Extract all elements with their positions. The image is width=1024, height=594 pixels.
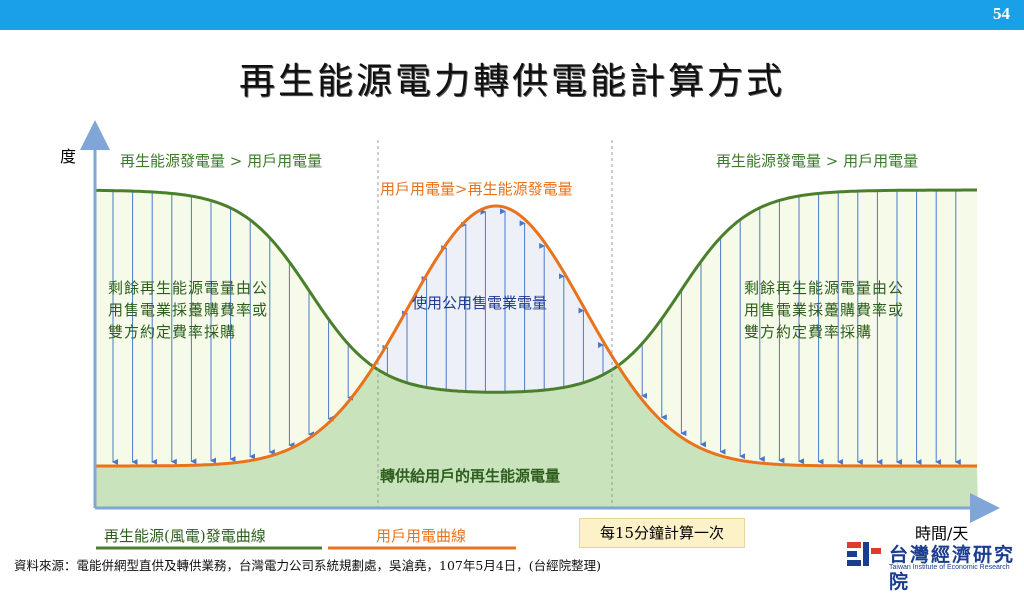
right-top-label: 再生能源發電量 > 用戶用電量 <box>716 152 919 170</box>
flow-arrows <box>112 191 961 465</box>
left-surplus-text: 剩餘再生能源電量由公 用售電業採躉購費率或 雙方約定費率採購 <box>108 277 268 343</box>
area-fills <box>95 190 978 508</box>
logo: 台灣經濟研究院 Taiwan Institute of Economic Res… <box>845 540 1015 593</box>
logo-icon <box>847 542 881 566</box>
consumption-curve <box>95 204 977 468</box>
left-surplus-line-1: 剩餘再生能源電量由公 <box>108 279 269 297</box>
right-surplus-line-1: 剩餘再生能源電量由公 <box>744 279 905 297</box>
surplus-area <box>619 190 977 466</box>
right-surplus-line-3: 雙方約定費率採購 <box>744 323 873 341</box>
logo-english: Taiwan Institute of Economic Research <box>889 564 1010 571</box>
left-surplus-line-2: 用售電業採躉購費率或 <box>108 301 269 319</box>
energy-diagram <box>80 120 1000 550</box>
bottom-transfer-label: 轉供給用戶的再生能源電量 <box>380 467 561 485</box>
left-top-label: 再生能源發電量 > 用戶用電量 <box>120 152 323 170</box>
middle-top-label: 用戶用電量>再生能源發電量 <box>380 180 573 198</box>
page-title: 再生能源電力轉供電能計算方式 <box>238 61 785 102</box>
legend-generation-label: 再生能源(風電)發電曲線 <box>104 527 266 545</box>
generation-curve <box>95 188 977 394</box>
transfer-area <box>95 366 978 508</box>
page-number: 54 <box>993 4 1010 23</box>
y-axis-label: 度 <box>60 147 77 166</box>
x-axis-label: 時間/天 <box>915 524 969 543</box>
top-bar: 54 <box>0 0 1024 30</box>
middle-utility-label: 使用公用售電業電量 <box>412 294 548 312</box>
utility-area <box>375 206 617 393</box>
right-surplus-text: 剩餘再生能源電量由公 用售電業採躉購費率或 雙方約定費率採購 <box>744 277 904 343</box>
calculation-note: 每15分鐘計算一次 <box>579 518 745 548</box>
legend-consumption-label: 用戶用電曲線 <box>376 527 467 545</box>
surplus-area <box>95 190 373 466</box>
curves <box>95 188 977 468</box>
source-citation: 資料來源：電能併網型直供及轉供業務，台灣電力公司系統規劃處，吳滄堯，107年5月… <box>14 558 602 573</box>
right-surplus-line-2: 用售電業採躉購費率或 <box>744 301 905 319</box>
left-surplus-line-3: 雙方約定費率採購 <box>108 323 237 341</box>
